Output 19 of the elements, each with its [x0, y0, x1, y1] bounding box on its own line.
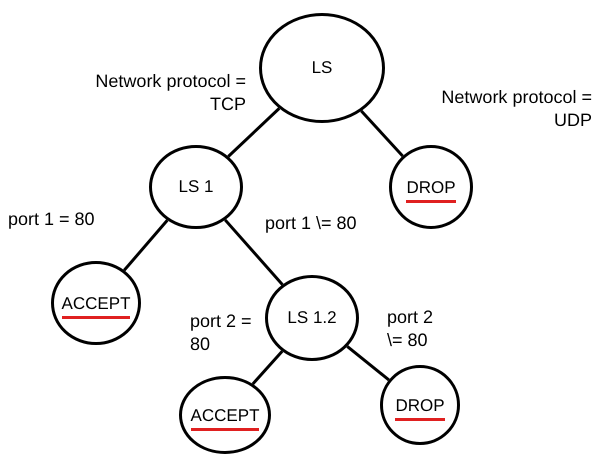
connector-line: [123, 219, 168, 272]
edge-label: port 2 = 80: [190, 310, 253, 356]
connector-line: [346, 345, 390, 382]
decision-label: DROP: [406, 178, 456, 202]
edge-label: Network protocol = TCP: [94, 70, 246, 116]
decision-label: DROP: [395, 396, 445, 420]
edge-label: port 1 \= 80: [265, 212, 358, 235]
edge-label: port 1 = 80: [8, 208, 96, 231]
node-label: LS 1: [178, 177, 214, 197]
node-label: LS 1.2: [287, 308, 337, 328]
node-label: LS: [312, 58, 332, 78]
connector-line: [252, 350, 284, 385]
connector-line: [224, 218, 284, 286]
connector-line: [360, 110, 404, 158]
decision-label: ACCEPT: [190, 406, 260, 430]
edge-label: port 2 \= 80: [387, 306, 434, 352]
decision-label: ACCEPT: [62, 294, 130, 318]
edge-label: Network protocol = UDP: [440, 86, 592, 132]
connector-line: [227, 107, 280, 158]
